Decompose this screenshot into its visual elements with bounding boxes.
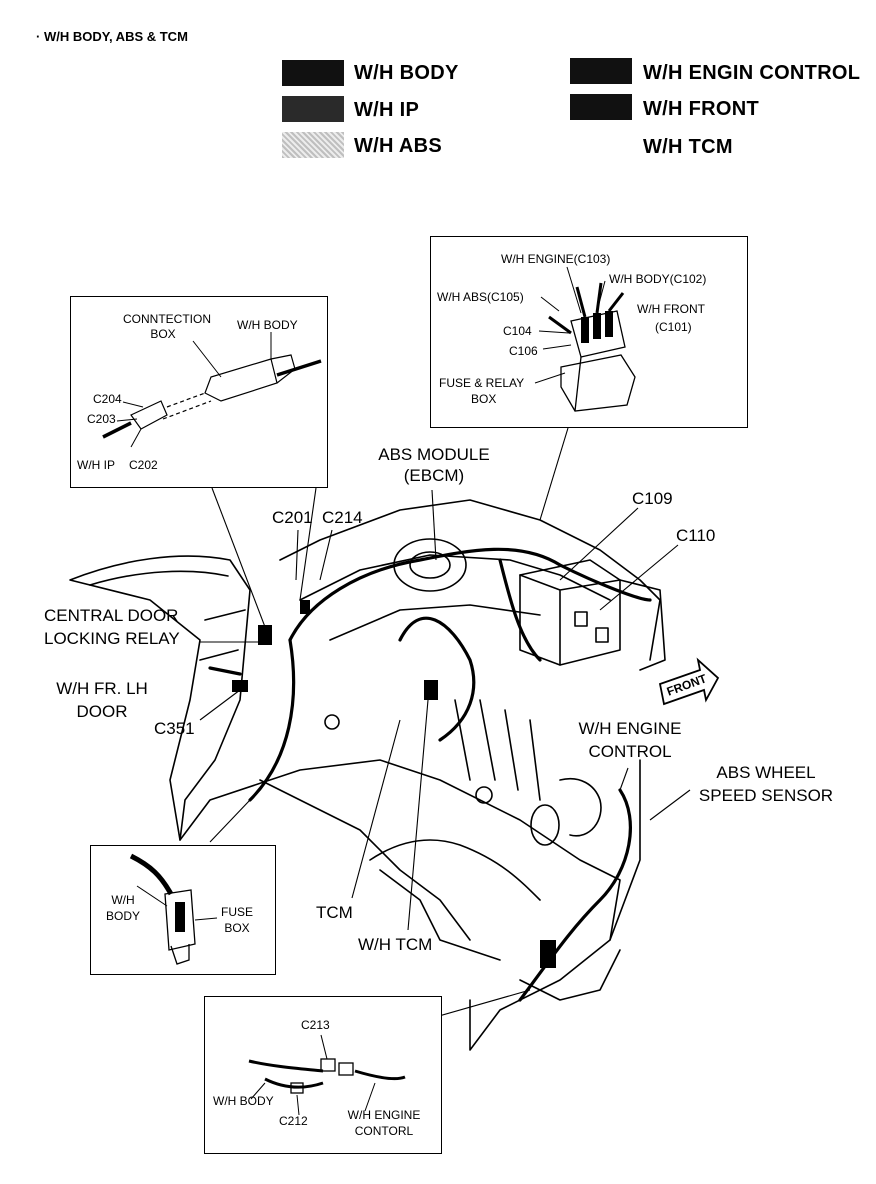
- central-door-line1: CENTRAL DOOR: [44, 606, 179, 625]
- c351-callout: C351: [154, 719, 195, 738]
- connection-box-line2: BOX: [150, 327, 176, 341]
- legend-label-abs: W/H ABS: [354, 135, 443, 157]
- wh-engine-control-line1: W/H ENGINE: [578, 719, 682, 738]
- connection-box-line1: CONNTECTION: [123, 312, 211, 326]
- inset-connection-box: CONNTECTION BOX W/H BODY C204 C203 W/H I…: [70, 296, 328, 488]
- fuse-relay-box-label: BOX: [471, 392, 497, 406]
- page-title: · W/H BODY, ABS & TCM: [36, 29, 188, 44]
- c202-label: C202: [129, 458, 158, 472]
- wh-front-label: W/H FRONT: [637, 302, 705, 316]
- wh-body-label: W/H BODY: [237, 318, 298, 332]
- legend-label-front: W/H FRONT: [643, 98, 760, 120]
- inset-fuse-box: W/H BODY FUSE BOX: [90, 845, 276, 975]
- inset-fuse-relay-box: W/H ENGINE(C103) W/H BODY(C102) W/H ABS(…: [430, 236, 748, 428]
- fuse-box-line1: FUSE: [220, 905, 253, 919]
- fuse-box-wh-body-label: W/H BODY: [103, 894, 143, 922]
- legend-swatch-ip: [282, 96, 344, 122]
- wh-engine-c103-label: W/H ENGINE(C103): [501, 252, 611, 266]
- bottom-wh-body-label: W/H BODY: [213, 1094, 274, 1108]
- wh-engine-control-callout: W/H ENGINE CONTROL: [570, 720, 690, 760]
- central-door-line2: LOCKING RELAY: [44, 629, 180, 648]
- abs-module-line1: ABS MODULE: [378, 445, 490, 464]
- c106-label: C106: [509, 344, 538, 358]
- wh-fr-lh-door-callout: W/H FR. LH DOOR: [40, 680, 164, 720]
- front-arrow: [658, 657, 720, 706]
- wh-ip-label: W/H IP: [77, 458, 115, 472]
- legend-swatch-engine: [570, 58, 632, 84]
- abs-wheel-line2: SPEED SENSOR: [698, 786, 834, 805]
- abs-module-line2: (EBCM): [403, 466, 465, 485]
- fuse-box-wh-line1: W/H: [111, 893, 135, 907]
- c201-callout: C201: [272, 508, 313, 527]
- legend-label-engine: W/H ENGIN CONTROL: [643, 62, 861, 84]
- fuse-box-line2: BOX: [224, 921, 250, 935]
- legend-label-tcm: W/H TCM: [643, 136, 733, 158]
- legend-swatch-body: [282, 60, 344, 86]
- c110-callout: C110: [676, 526, 716, 545]
- connection-box-label: CONNTECTION BOX: [123, 312, 211, 341]
- legend-swatch-abs: [282, 132, 344, 158]
- legend-label-ip: W/H IP: [354, 99, 420, 121]
- wh-abs-c105-label: W/H ABS(C105): [437, 290, 524, 304]
- tcm-callout: TCM: [316, 903, 353, 922]
- c214-callout: C214: [322, 508, 363, 527]
- c109-callout: C109: [632, 489, 673, 508]
- fuse-relay-label: FUSE & RELAY: [439, 376, 525, 390]
- bottom-wh-engine-line1: W/H ENGINE: [347, 1108, 421, 1122]
- abs-module-callout: ABS MODULE (EBCM): [364, 446, 504, 484]
- fuse-box-wh-line2: BODY: [105, 909, 140, 923]
- bottom-wh-engine-label: W/H ENGINE CONTORL: [339, 1109, 429, 1137]
- c212-label: C212: [279, 1114, 308, 1128]
- central-door-callout: CENTRAL DOOR LOCKING RELAY: [44, 607, 180, 647]
- fuse-box-label: FUSE BOX: [215, 906, 259, 934]
- wh-fr-lh-line2: DOOR: [76, 702, 128, 721]
- wh-fr-lh-line1: W/H FR. LH: [56, 679, 148, 698]
- c203-label: C203: [87, 412, 116, 426]
- legend-swatch-front: [570, 94, 632, 120]
- inset-bottom-connectors: C213 W/H BODY C212 W/H ENGINE CONTORL: [204, 996, 442, 1154]
- wh-tcm-callout: W/H TCM: [358, 935, 433, 954]
- c104-label: C104: [503, 324, 532, 338]
- bottom-wh-engine-line2: CONTORL: [354, 1124, 414, 1138]
- abs-wheel-line1: ABS WHEEL: [716, 763, 816, 782]
- wh-body-c102-label: W/H BODY(C102): [609, 272, 707, 286]
- wh-engine-control-line2: CONTROL: [588, 742, 672, 761]
- c213-label: C213: [301, 1018, 330, 1032]
- c204-label: C204: [93, 392, 122, 406]
- c101-label: (C101): [655, 320, 692, 334]
- abs-wheel-callout: ABS WHEEL SPEED SENSOR: [690, 764, 842, 804]
- legend-label-body: W/H BODY: [354, 62, 459, 84]
